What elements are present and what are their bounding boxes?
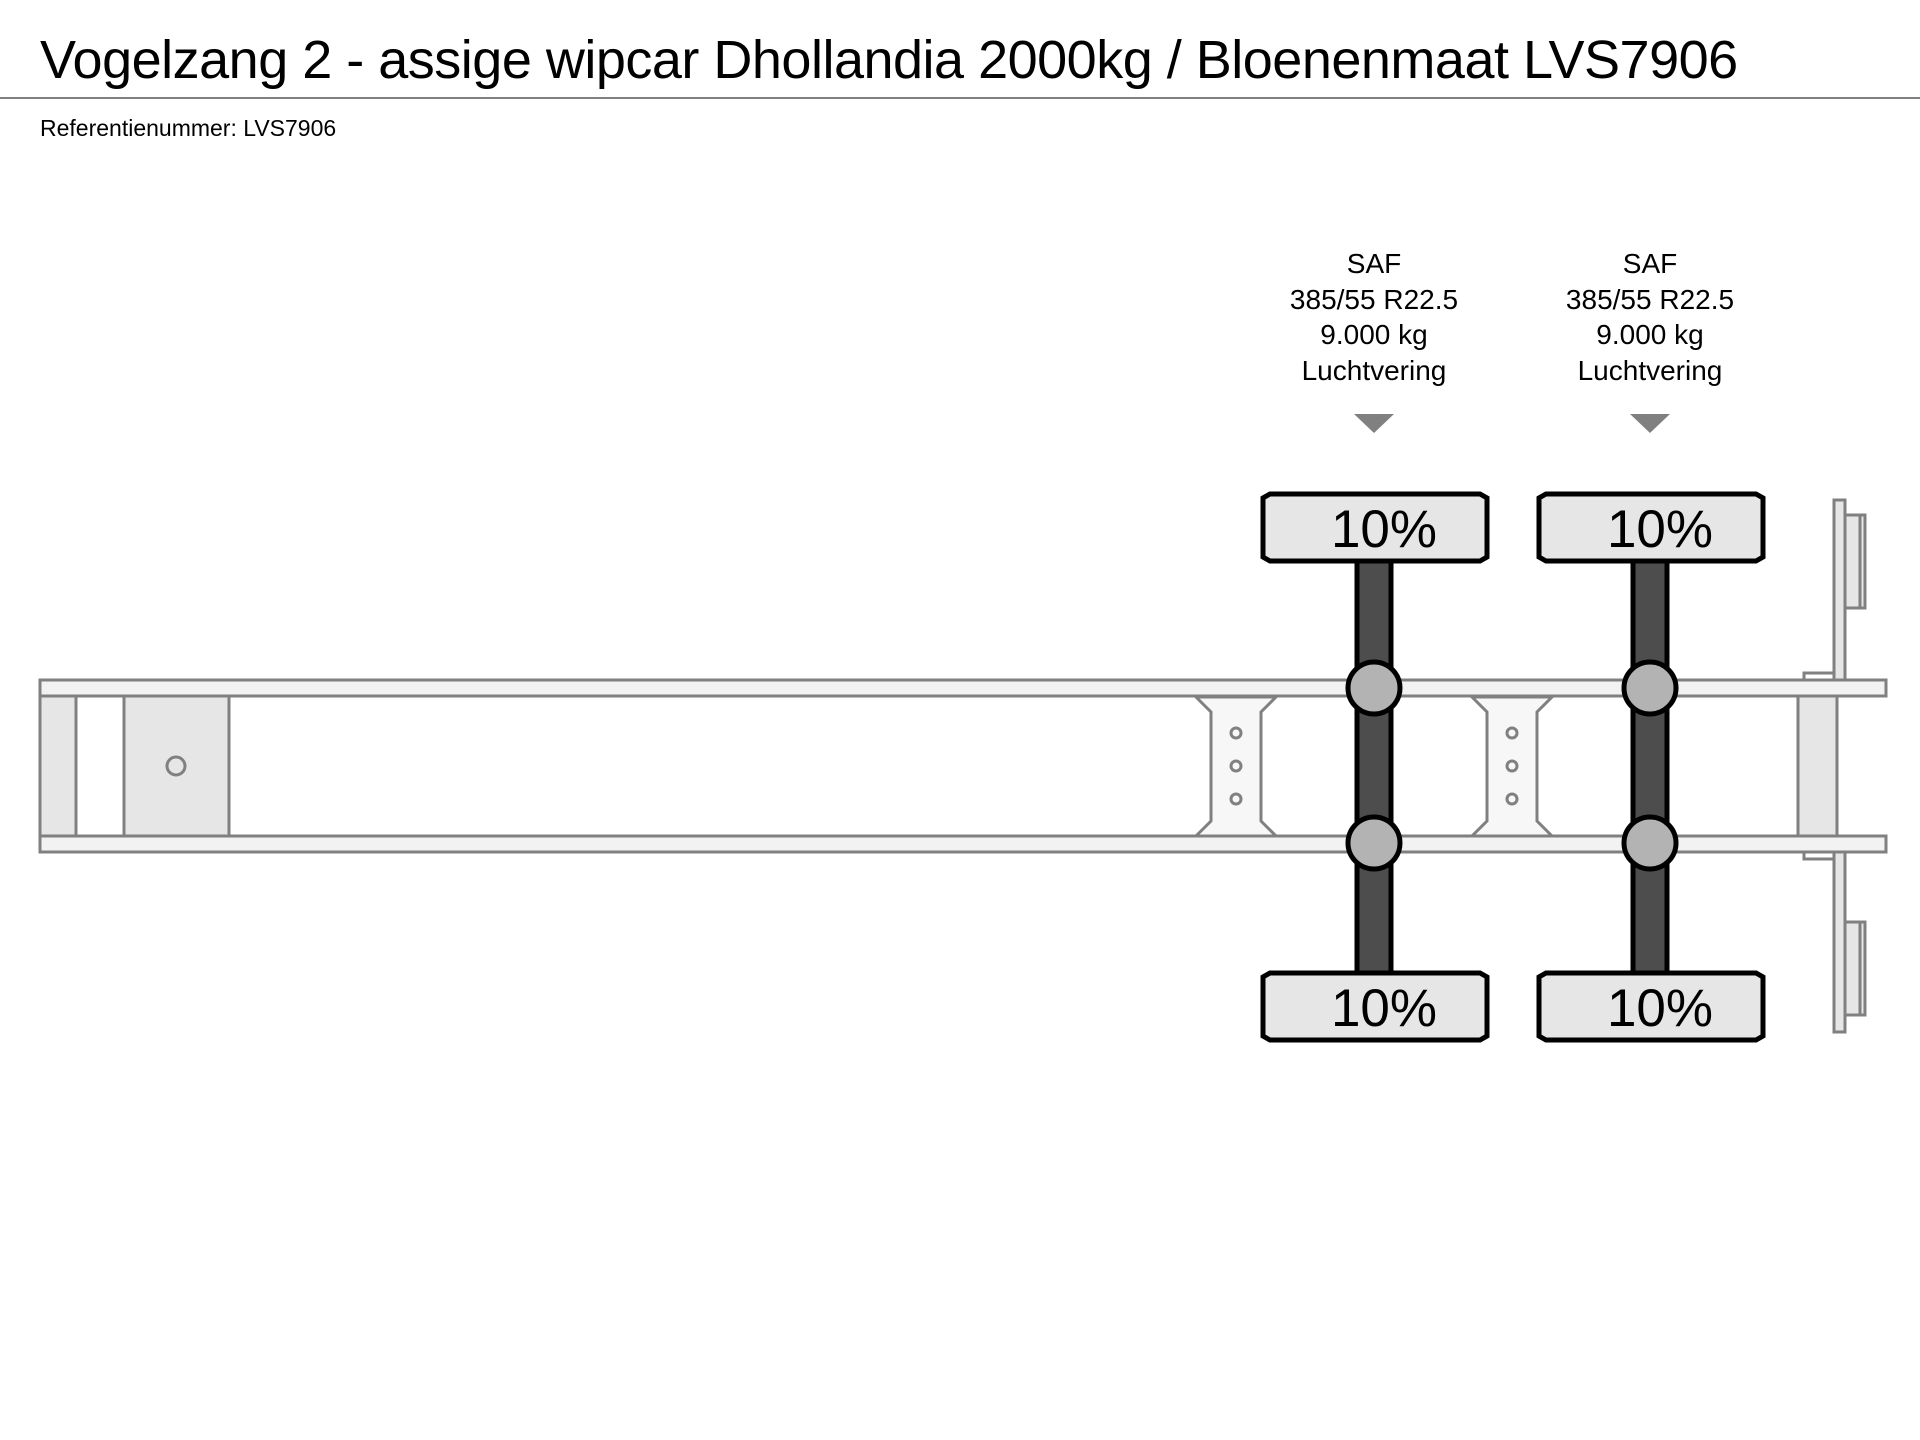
axle-2-hub-top xyxy=(1621,659,1679,717)
axle-1-capacity: 9.000 kg xyxy=(1320,319,1428,350)
axle-1-tire-bottom xyxy=(1260,970,1490,1043)
axle-1-hub-bottom xyxy=(1345,814,1403,872)
axle-2-tire-bottom xyxy=(1536,970,1766,1043)
kingpin-icon xyxy=(165,755,187,777)
kingpin-plate xyxy=(122,694,231,838)
axle-2-capacity: 9.000 kg xyxy=(1596,319,1704,350)
chassis-frame xyxy=(38,678,1888,854)
axle-1-tire-top xyxy=(1260,491,1490,564)
top-rail xyxy=(38,678,1888,698)
axle-2-tread-top: 10% xyxy=(1607,500,1713,559)
axle-1-tire-size: 385/55 R22.5 xyxy=(1289,283,1459,315)
bottom-rail xyxy=(38,834,1888,854)
axle-1-brand: SAF xyxy=(1346,248,1402,279)
axle-1-hub-top xyxy=(1345,659,1403,717)
rear-tail-lift xyxy=(1796,498,1867,1034)
axle-1 xyxy=(1260,491,1490,1043)
front-end-panel xyxy=(38,694,78,838)
axle-2-tire-size: 385/55 R22.5 xyxy=(1565,283,1735,315)
axle-2-suspension: Luchtvering xyxy=(1577,354,1723,386)
crossmember-2 xyxy=(1468,695,1556,838)
axle-2-arrow-icon xyxy=(1630,414,1670,433)
axle-1-suspension: Luchtvering xyxy=(1301,354,1447,386)
axle-1-tread-top: 10% xyxy=(1331,500,1437,559)
page-title: Vogelzang 2 - assige wipcar Dhollandia 2… xyxy=(40,30,1738,90)
reference-number: Referentienummer: LVS7906 xyxy=(40,115,337,141)
axle-2 xyxy=(1536,491,1766,1043)
axle-2-tread-bottom: 10% xyxy=(1607,979,1713,1038)
axle-2-hub-bottom xyxy=(1621,814,1679,872)
axle-2-tire-top xyxy=(1536,491,1766,564)
axle-1-arrow-icon xyxy=(1354,414,1394,433)
axle-1-label: SAF 385/55 R22.5 9.000 kg Luchtvering xyxy=(1244,246,1504,388)
axle-1-tread-bottom: 10% xyxy=(1331,979,1437,1038)
crossmember-1 xyxy=(1192,695,1280,838)
axle-2-label: SAF 385/55 R22.5 9.000 kg Luchtvering xyxy=(1520,246,1780,388)
axle-2-brand: SAF xyxy=(1622,248,1678,279)
title-separator xyxy=(0,97,1920,99)
